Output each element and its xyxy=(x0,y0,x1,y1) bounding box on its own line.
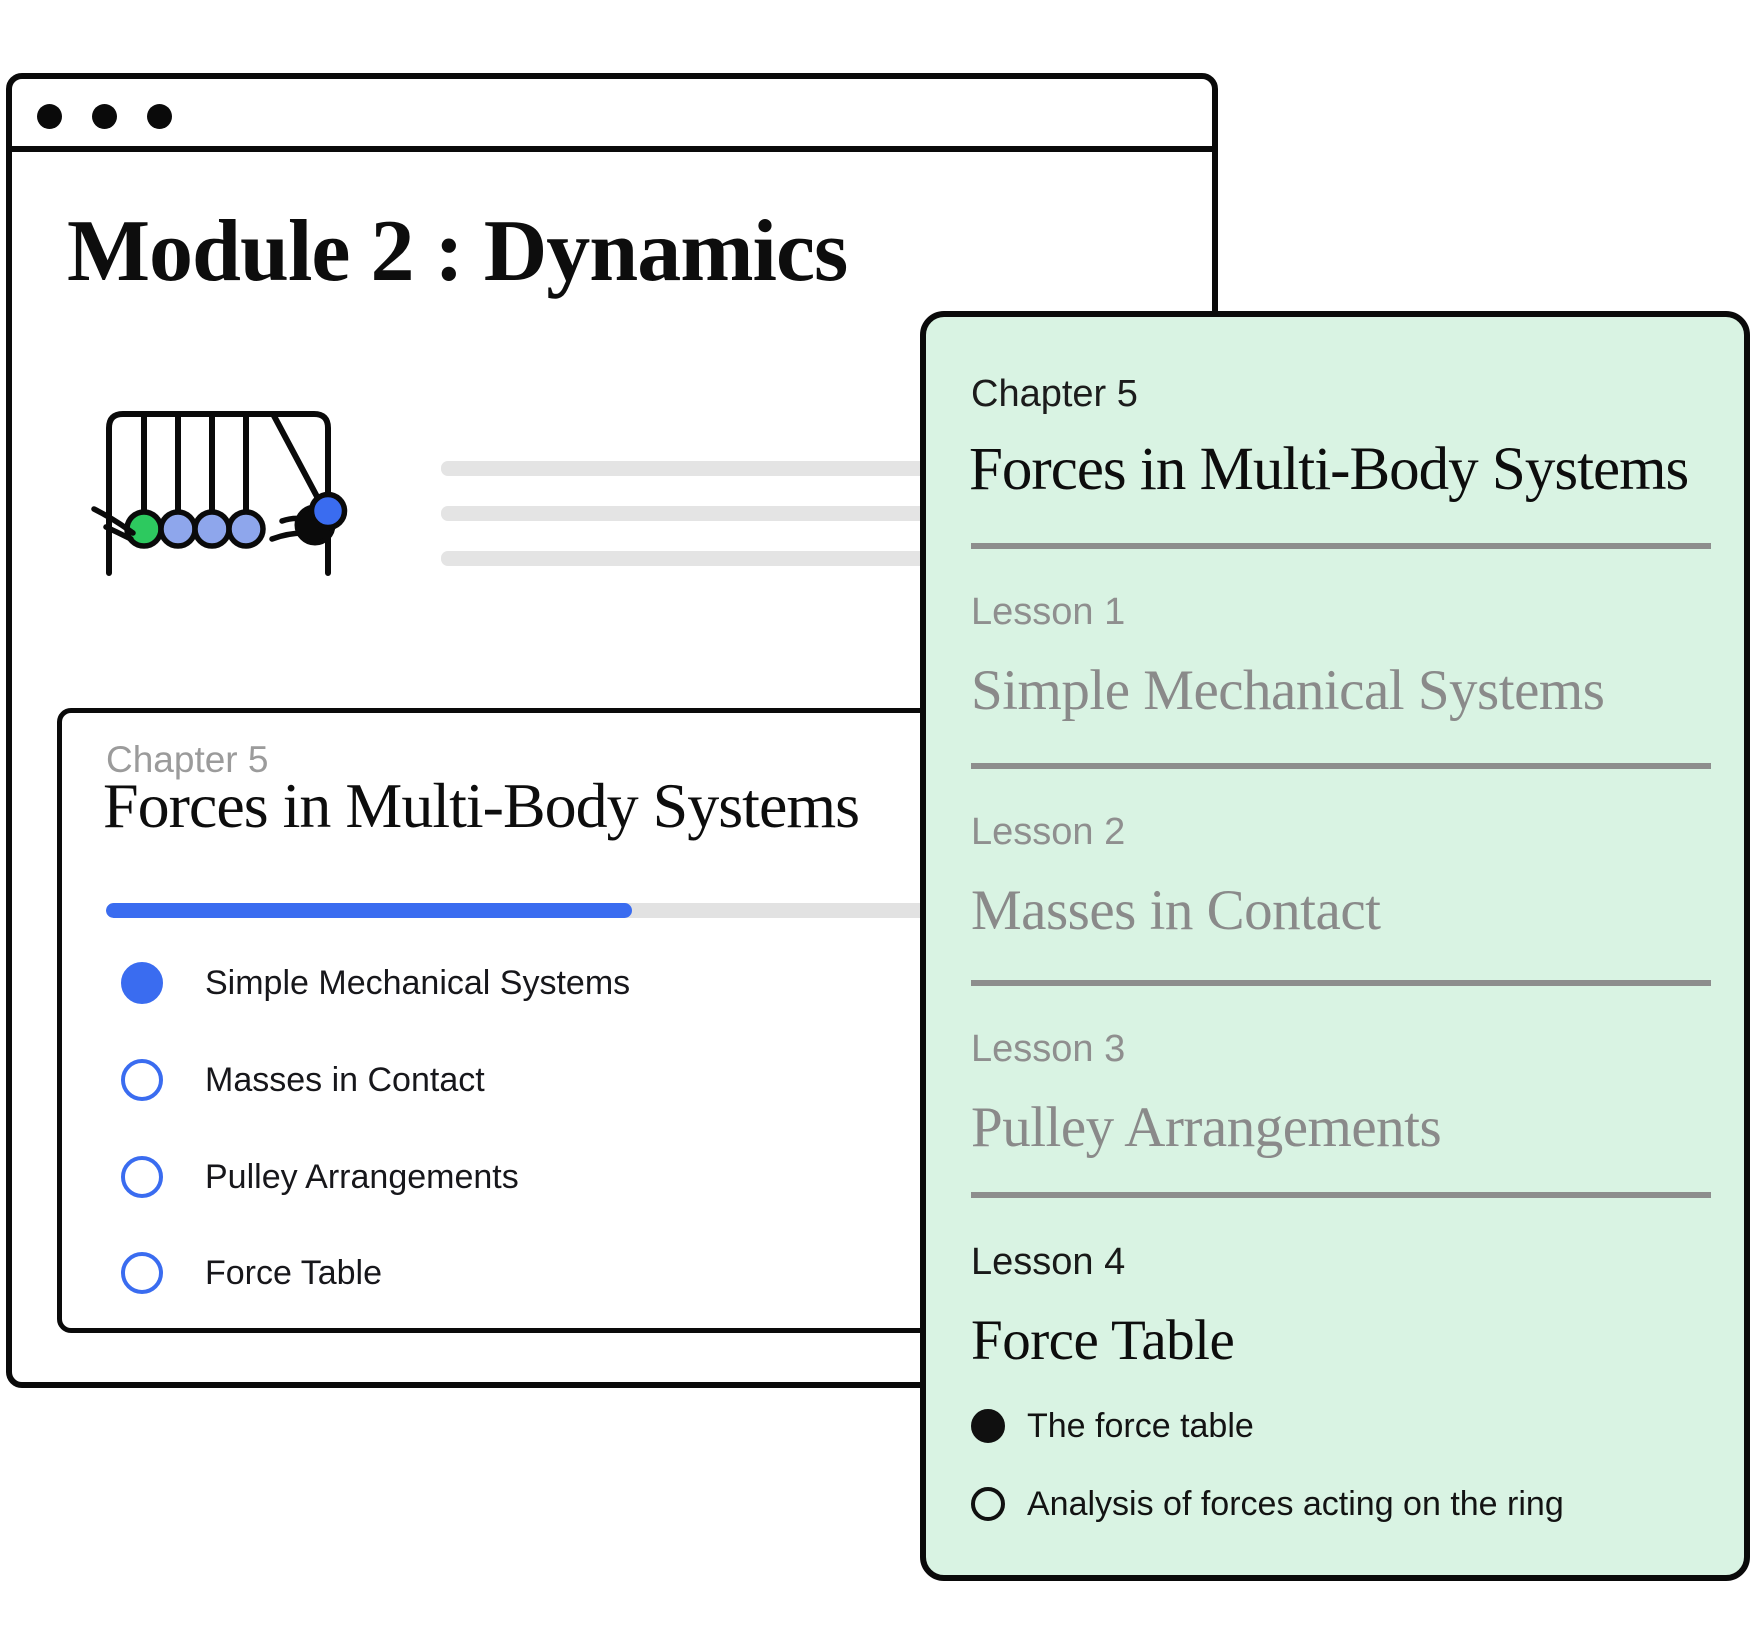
divider xyxy=(971,763,1711,769)
motion-line xyxy=(269,530,307,542)
lesson-number-label: Lesson 4 xyxy=(971,1241,1126,1283)
cradle-ball-blue xyxy=(308,491,348,531)
cradle-ball xyxy=(158,509,198,549)
topic-bullet-icon[interactable] xyxy=(971,1487,1005,1521)
lesson-title: Pulley Arrangements xyxy=(971,1096,1442,1159)
panel-chapter-title: Forces in Multi-Body Systems xyxy=(969,436,1689,503)
panel-lesson-section[interactable]: Lesson 4 Force Table xyxy=(971,1241,1711,1373)
cradle-frame xyxy=(106,411,331,576)
lesson-number-label: Lesson 2 xyxy=(971,811,1126,853)
motion-line xyxy=(103,524,134,542)
lesson-list-item[interactable]: Force Table xyxy=(121,1252,382,1294)
topic-label: Analysis of forces acting on the ring xyxy=(1027,1484,1564,1523)
topic-bullet-icon[interactable] xyxy=(971,1409,1005,1443)
divider xyxy=(971,1192,1711,1198)
window-control-dot-icon[interactable] xyxy=(147,104,172,129)
lesson-radio-icon[interactable] xyxy=(121,962,163,1004)
motion-line xyxy=(91,506,136,536)
lesson-list-item[interactable]: Masses in Contact xyxy=(121,1059,485,1101)
lesson-radio-icon[interactable] xyxy=(121,1252,163,1294)
lesson-list-item-label: Pulley Arrangements xyxy=(205,1157,519,1196)
lesson-title: Masses in Contact xyxy=(971,879,1381,942)
lesson-title: Simple Mechanical Systems xyxy=(971,659,1605,722)
panel-chapter-label: Chapter 5 xyxy=(971,373,1138,415)
window-control-dot-icon[interactable] xyxy=(92,104,117,129)
lesson-list-item-label: Simple Mechanical Systems xyxy=(205,963,631,1002)
cradle-ball xyxy=(226,509,266,549)
divider xyxy=(971,543,1711,549)
topic-list-item[interactable]: The force table xyxy=(971,1406,1254,1446)
chapter-label: Chapter 5 xyxy=(106,739,269,780)
panel-lesson-section[interactable]: Lesson 2 Masses in Contact xyxy=(971,811,1711,943)
lesson-number-label: Lesson 1 xyxy=(971,591,1126,633)
cradle-string-swung xyxy=(270,411,325,509)
panel-lesson-section[interactable]: Lesson 3 Pulley Arrangements xyxy=(971,1028,1711,1160)
lesson-title: Force Table xyxy=(971,1309,1235,1372)
newtons-cradle-illustration xyxy=(91,411,348,576)
motion-line xyxy=(279,515,308,524)
divider xyxy=(971,980,1711,986)
cradle-ball xyxy=(192,509,232,549)
window-control-dot-icon[interactable] xyxy=(37,104,62,129)
topic-list-item[interactable]: Analysis of forces acting on the ring xyxy=(971,1484,1564,1524)
lesson-list-item-label: Masses in Contact xyxy=(205,1060,485,1099)
lesson-detail-panel: Chapter 5 Forces in Multi-Body Systems L… xyxy=(920,311,1750,1581)
lesson-number-label: Lesson 3 xyxy=(971,1028,1126,1070)
panel-lesson-section[interactable]: Lesson 1 Simple Mechanical Systems xyxy=(971,591,1711,723)
lesson-radio-icon[interactable] xyxy=(121,1156,163,1198)
window-titlebar xyxy=(12,79,1212,152)
topic-label: The force table xyxy=(1027,1406,1254,1445)
lesson-radio-icon[interactable] xyxy=(121,1059,163,1101)
chapter-progress-fill xyxy=(106,903,633,918)
lesson-list-item-label: Force Table xyxy=(205,1253,383,1292)
module-title: Module 2 : Dynamics xyxy=(67,203,848,300)
chapter-title: Forces in Multi-Body Systems xyxy=(103,770,860,841)
chapter-progress-bar xyxy=(106,903,1118,918)
lesson-list-item[interactable]: Pulley Arrangements xyxy=(121,1156,519,1198)
lesson-list-item[interactable]: Simple Mechanical Systems xyxy=(121,962,630,1004)
